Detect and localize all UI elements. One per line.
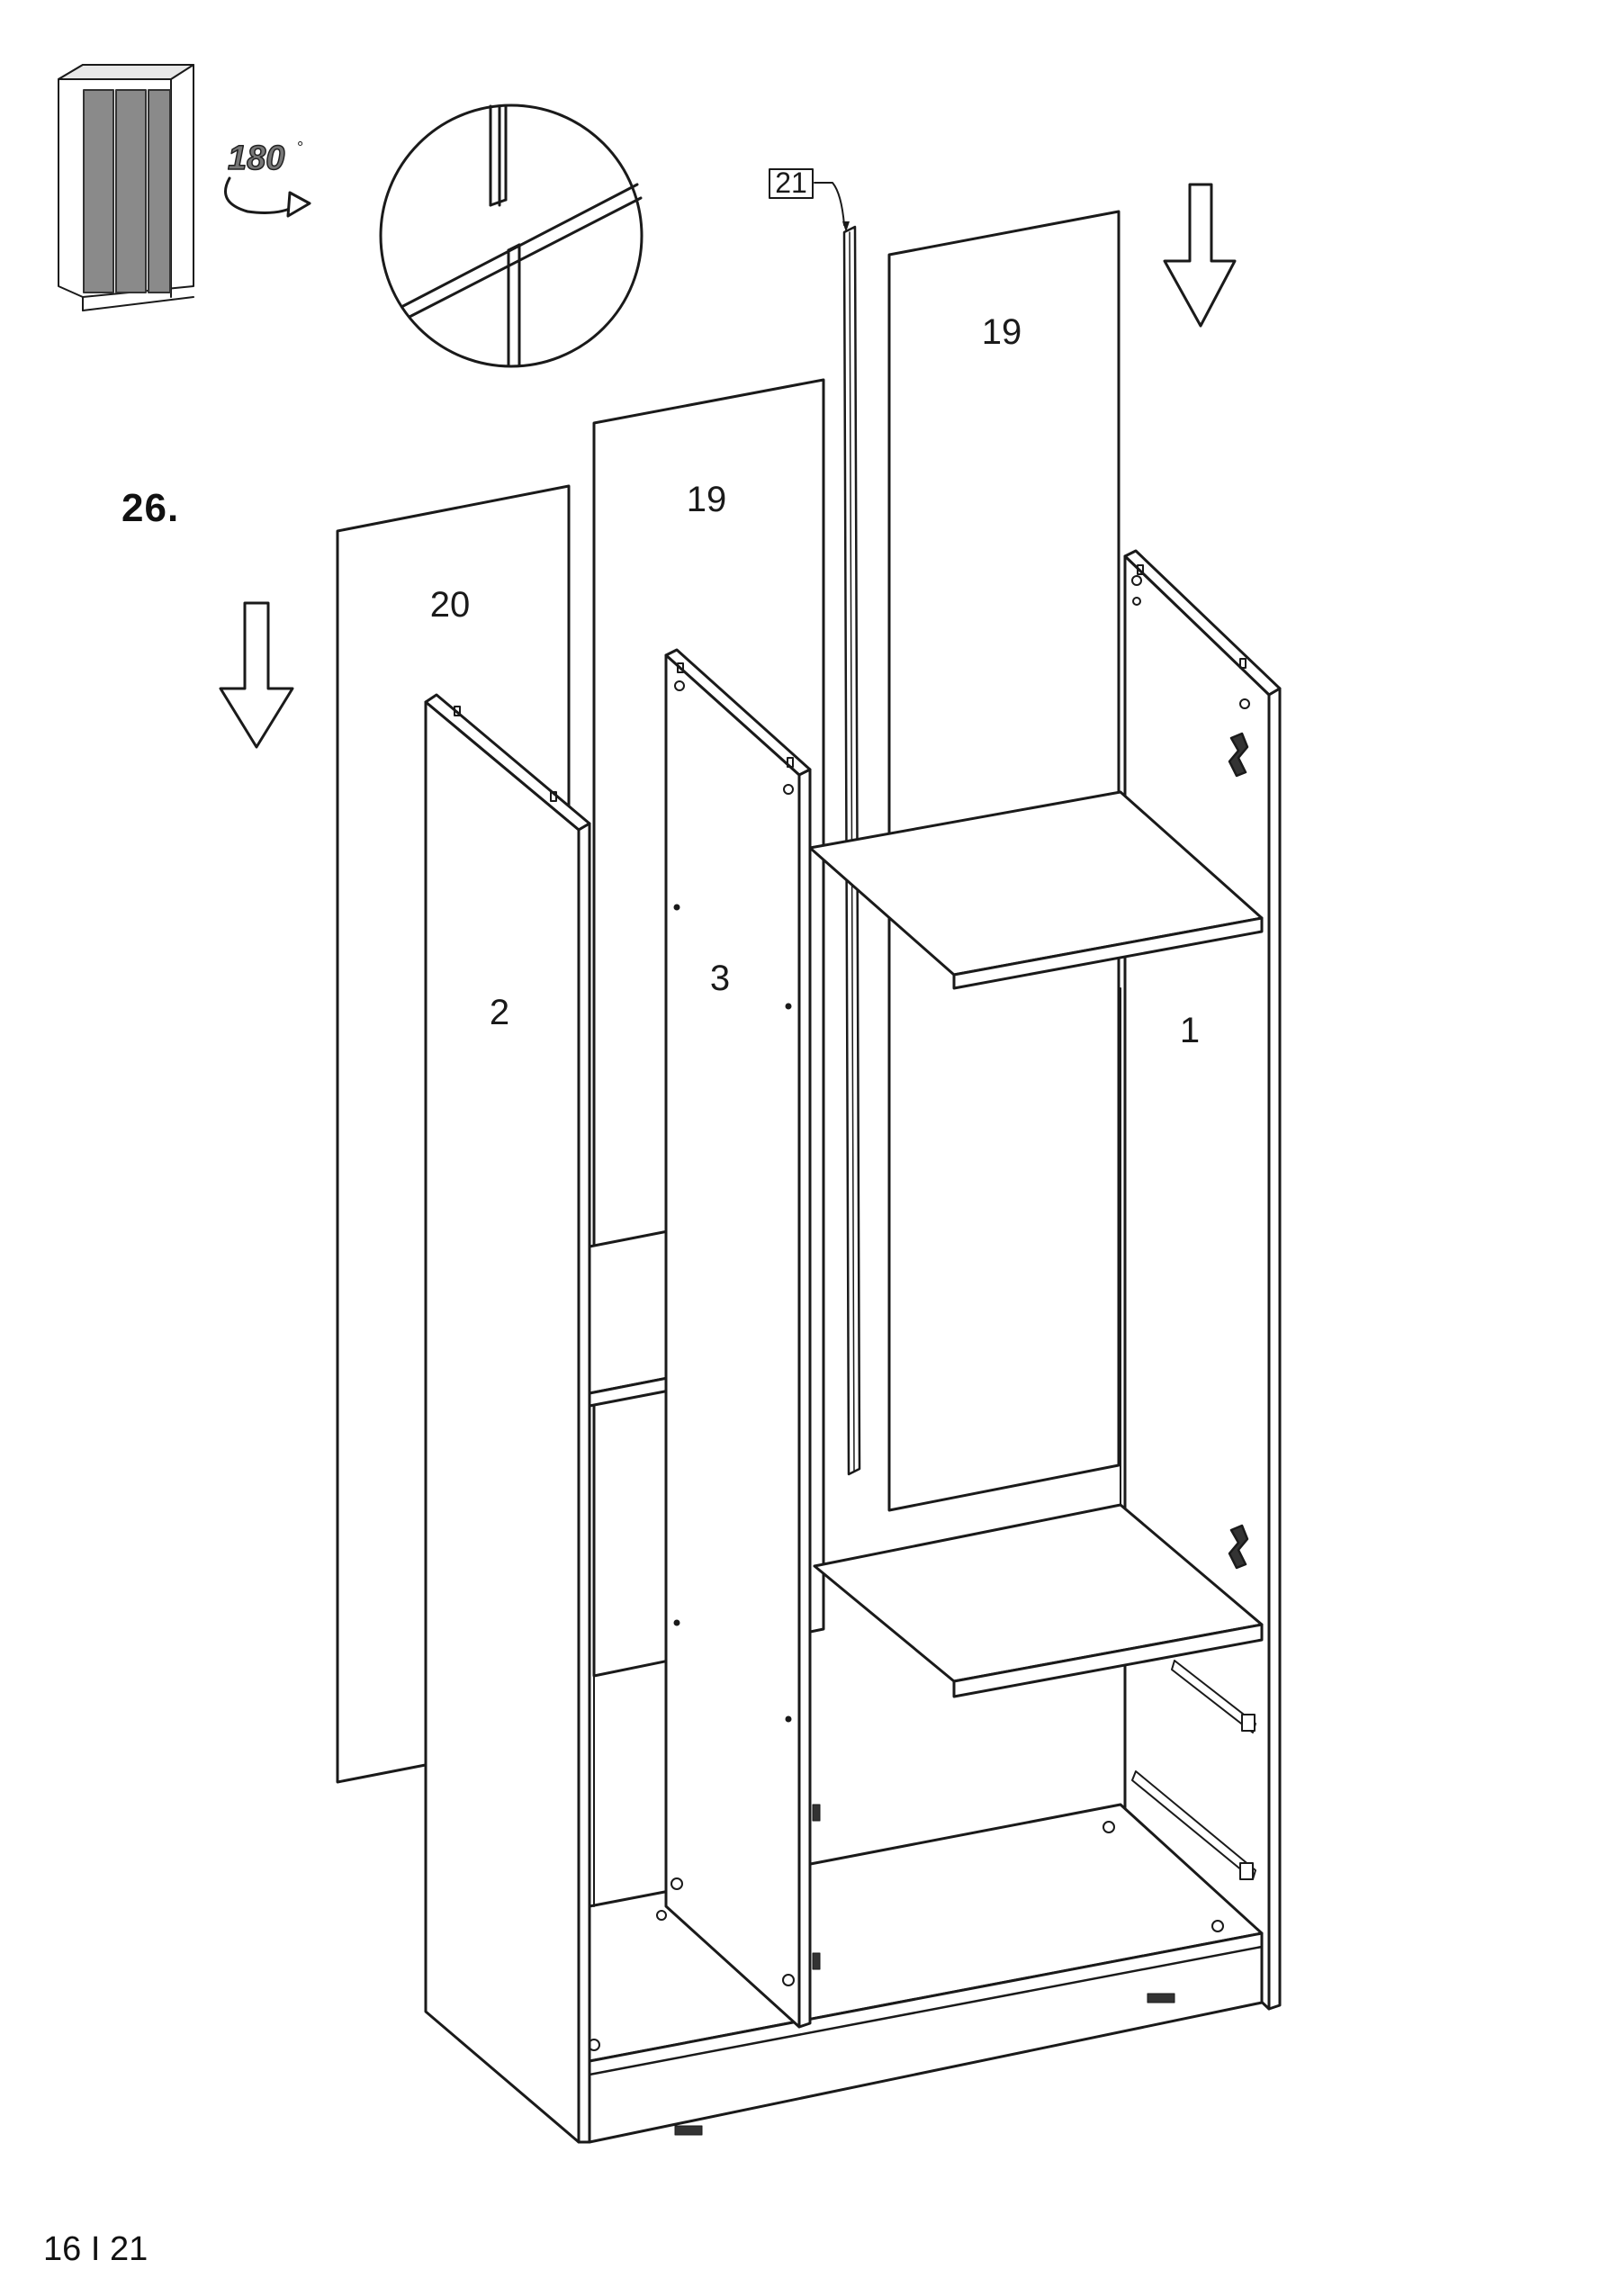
part-label-19-right: 19	[982, 312, 1022, 352]
rotate-180-icon	[224, 176, 311, 218]
hinge-bracket-icon	[1228, 732, 1249, 1570]
part-label-21: 21	[775, 167, 807, 199]
part-label-3: 3	[710, 959, 730, 998]
rotation-label: 180	[228, 140, 284, 177]
page-number: 16 I 21	[43, 2230, 148, 2268]
part-label-19-left: 19	[687, 480, 727, 519]
detail-zoom-circle	[379, 104, 644, 368]
side-panel-1	[1123, 549, 1282, 2011]
wardrobe-thumbnail-icon	[58, 64, 194, 311]
drawer-runner-icon	[1131, 1660, 1256, 1880]
middle-shelf-right	[813, 1503, 1264, 1698]
rotation-degree-symbol: °	[297, 139, 303, 157]
down-arrow-right-icon	[1163, 183, 1237, 328]
top-shelf	[808, 790, 1264, 990]
step-number: 26.	[122, 486, 180, 530]
down-arrow-left-icon	[219, 601, 294, 749]
part-label-2: 2	[490, 993, 509, 1032]
center-divider-3	[664, 648, 821, 2029]
part-label-20: 20	[430, 585, 471, 625]
side-panel-2	[424, 693, 591, 2144]
part-label-1: 1	[1180, 1011, 1200, 1050]
